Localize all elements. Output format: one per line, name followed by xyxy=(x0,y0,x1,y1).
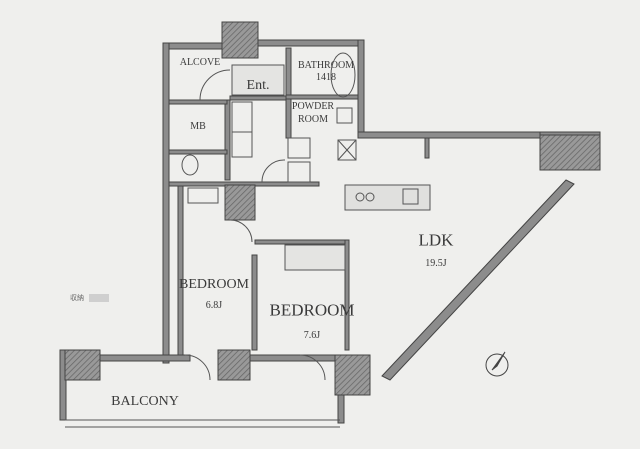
bedroom2-label: BEDROOM xyxy=(269,300,355,320)
alcove-label: ALCOVE xyxy=(179,57,221,68)
bedroom1-label: BEDROOM xyxy=(178,277,250,292)
powder-room-label: POWDER xyxy=(291,101,335,112)
storage-swatch xyxy=(89,294,109,302)
compass-icon xyxy=(485,351,509,377)
walls xyxy=(59,39,601,424)
bedroom2-size: 7.6J xyxy=(303,330,321,341)
columns xyxy=(64,21,601,396)
ldk-size: 19.5J xyxy=(425,258,447,269)
bathroom-size: 1418 xyxy=(316,72,336,83)
fixtures xyxy=(65,52,431,428)
balcony-label: BALCONY xyxy=(111,394,179,409)
mb-label: MB xyxy=(190,121,206,132)
powder-room-label-2: ROOM xyxy=(297,114,329,125)
ldk-label: LDK xyxy=(418,230,454,250)
storage-legend-label: 収納 xyxy=(70,294,84,302)
storage-legend: 収納 xyxy=(70,293,109,303)
bathroom-label: BATHROOM xyxy=(297,60,355,71)
bedroom1-size: 6.8J xyxy=(205,300,223,311)
entrance-label: Ent. xyxy=(246,78,270,93)
